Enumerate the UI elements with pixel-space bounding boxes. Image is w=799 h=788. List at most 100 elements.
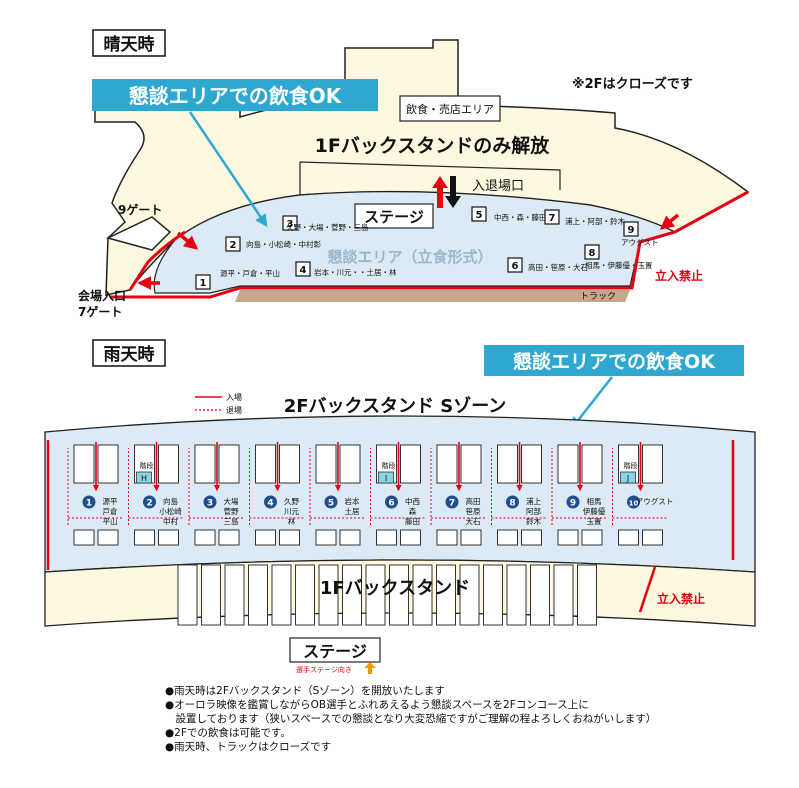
sunny-spot-names: 中西・森・藤田 bbox=[494, 212, 547, 222]
gate7-label-line1: 会場入口 bbox=[78, 288, 126, 303]
seat-block bbox=[279, 529, 300, 546]
lower-seat-block bbox=[248, 564, 268, 626]
stairs-label: 階段 bbox=[140, 461, 154, 470]
seat-block bbox=[642, 529, 663, 546]
note-3: 設置しております（狭いスペースでの懇談となり大変恐縮ですがご理解の程よろしくおね… bbox=[165, 713, 657, 725]
sunny-spot-names: アウグスト bbox=[621, 237, 659, 247]
rainy-spot-name: 林 bbox=[288, 516, 296, 526]
rainy-heading-box bbox=[92, 339, 166, 367]
lower-seat-block bbox=[365, 564, 386, 626]
backstand-upper-boundary bbox=[299, 161, 561, 195]
seat-block bbox=[218, 529, 240, 546]
sunny-spot-names: 浦上・阿部・鈴木 bbox=[565, 216, 625, 226]
seat-block bbox=[497, 529, 518, 546]
stairs-marker bbox=[620, 471, 636, 484]
lower-seat-block bbox=[412, 564, 433, 626]
lower-seat-block bbox=[177, 564, 198, 626]
rainy-heading: 雨天時 bbox=[104, 344, 155, 365]
rainy-spot-name: 戸倉 bbox=[103, 506, 118, 516]
note-2: ●オーロラ映像を鑑賞しながらOB選手とふれあえるよう懇談スペースを2Fコンコース… bbox=[165, 699, 589, 711]
seat-block bbox=[460, 529, 482, 546]
talk-area-name: 懇談エリア（立食形式） bbox=[327, 248, 492, 266]
rainy-spot-marker bbox=[385, 495, 398, 509]
rainy-spot-name: 久野 bbox=[284, 496, 299, 506]
seat-block bbox=[255, 444, 276, 484]
notes-block: ●雨天時は2Fバックスタンド（Sゾーン）を開放いたします ●オーロラ映像を鑑賞し… bbox=[165, 684, 785, 754]
rainy-spot-name: 中西 bbox=[405, 496, 420, 506]
rainy-spot-number: 2 bbox=[146, 499, 152, 509]
sunny-spot-names: 相馬・伊藤優・玉置 bbox=[585, 260, 653, 270]
stairs-id: J bbox=[626, 474, 629, 483]
rainy-callout: 懇談エリアでの飲食OK bbox=[513, 350, 716, 373]
seat-block bbox=[460, 444, 482, 484]
rainy-spot-name: 三島 bbox=[224, 516, 239, 526]
sunny-stage-label: ステージ bbox=[364, 208, 424, 226]
gate9-arrow-icon bbox=[176, 231, 199, 250]
rainy-spot-name: 小松崎 bbox=[159, 506, 182, 516]
seat-block bbox=[315, 529, 337, 546]
rainy-spot-name: 土居 bbox=[345, 506, 360, 516]
rainy-spot-name: 笹原 bbox=[466, 506, 481, 516]
rainy-spot-name: 浦上 bbox=[526, 496, 541, 506]
rainy-spot-marker bbox=[264, 495, 277, 509]
sunny-spot-names: 岩本・川元・・土居・林 bbox=[314, 267, 397, 277]
stairs-id: H bbox=[141, 474, 147, 483]
sunny-spot-marker bbox=[225, 236, 241, 252]
stage-direction-label: 選手ステージ向き bbox=[296, 665, 352, 674]
seat-block bbox=[194, 444, 216, 484]
lower-seat-block bbox=[530, 564, 550, 626]
rainy-spot-name: アウグスト bbox=[636, 496, 674, 506]
sunny-closed-note: ※2Fはクローズです bbox=[572, 76, 693, 92]
rainy-spot-number: 8 bbox=[509, 499, 515, 509]
seat-block bbox=[218, 444, 240, 484]
rainy-spot-name: 川元 bbox=[284, 507, 299, 516]
seat-block bbox=[158, 444, 179, 484]
stairs-marker bbox=[378, 471, 394, 484]
no-entry-red-line bbox=[638, 566, 657, 613]
rainy-spot-marker bbox=[627, 495, 640, 509]
sunny-spot-number: 2 bbox=[230, 240, 237, 251]
rainy-spot-name: 大場 bbox=[224, 496, 239, 506]
rainy-spot-number: 1 bbox=[86, 499, 92, 509]
lower-seat-block bbox=[577, 564, 597, 626]
track-label: トラック bbox=[580, 291, 616, 302]
sunny-spot-marker bbox=[544, 209, 560, 225]
rainy-spot-marker bbox=[203, 495, 217, 509]
lower-seats bbox=[177, 564, 597, 626]
seat-block bbox=[97, 444, 119, 484]
gate7-label-line2: 7ゲート bbox=[78, 304, 122, 319]
rainy-spot-marker bbox=[324, 495, 338, 509]
sunny-spot-marker bbox=[584, 244, 600, 260]
seat-block bbox=[73, 444, 95, 484]
sunny-spot-number: 1 bbox=[200, 278, 207, 289]
lower-seat-block bbox=[553, 564, 574, 626]
sunny-heading: 晴天時 bbox=[104, 34, 155, 55]
sunny-callout-box bbox=[92, 79, 378, 111]
food-area-box bbox=[399, 95, 501, 122]
lower-seat-block bbox=[483, 564, 503, 626]
seat-block bbox=[436, 529, 458, 546]
rainy-spot-name: 森 bbox=[409, 506, 417, 516]
seat-block bbox=[376, 529, 397, 546]
seat-block bbox=[279, 444, 300, 484]
track-strip bbox=[235, 290, 630, 302]
right-arrow-icon bbox=[659, 213, 680, 230]
seat-block bbox=[581, 529, 603, 546]
sunny-spot-marker bbox=[295, 261, 311, 277]
sunny-section: 晴天時 ※2Fはクローズです 飲食・売店エリア 1Fバックスタンドのみ解放 トラ… bbox=[78, 29, 750, 319]
lower-seat-block bbox=[295, 564, 315, 626]
seat-block bbox=[158, 529, 179, 546]
rainy-spot-number: 3 bbox=[207, 499, 213, 509]
lower-stand-label: 1Fバックスタンド bbox=[320, 578, 470, 599]
stage-direction-arrow-icon bbox=[364, 662, 376, 674]
lower-seat-block bbox=[459, 564, 480, 626]
seat-block bbox=[315, 444, 337, 484]
rainy-stage-label: ステージ bbox=[303, 642, 367, 661]
sunny-spot-names: 源平・戸倉・平山 bbox=[220, 268, 280, 278]
